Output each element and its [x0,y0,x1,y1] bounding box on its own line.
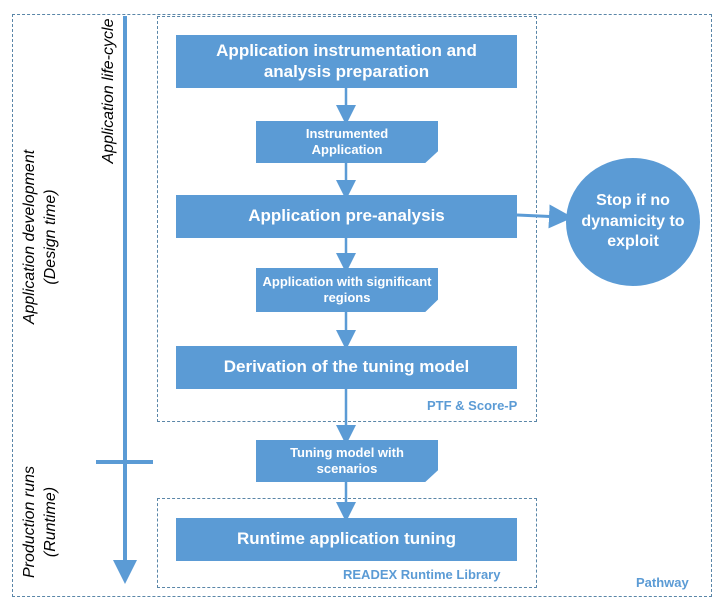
step-tuning-model-text: Tuning model with scenarios [290,445,404,476]
step-derivation: Derivation of the tuning model [176,346,517,389]
step-significant-regions: Application with significant regions [256,268,438,312]
step-tuning-model: Tuning model with scenarios [256,440,438,482]
step-runtime-tuning-text: Runtime application tuning [236,529,457,549]
pathway-label: Pathway [636,575,689,590]
development-line2: (Design time) [41,189,59,285]
design-box-label: PTF & Score-P [427,398,518,413]
development-label: Application development (Design time) [20,137,64,337]
runtime-box-label: READEX Runtime Library [343,567,501,582]
step-derivation-text: Derivation of the tuning model [223,357,470,377]
stop-circle: Stop if no dynamicity to exploit [566,158,700,286]
production-label: Production runs (Runtime) [20,452,64,592]
step-pre-analysis: Application pre-analysis [176,195,517,238]
step-significant-text: Application with significant regions [262,274,432,305]
step-instrumented-app: Instrumented Application [256,121,438,163]
step-pre-analysis-text: Application pre-analysis [248,206,445,226]
step-instrumented-text: Instrumented Application [305,126,389,157]
step-instrumentation-text: Application instrumentation and analysis… [216,41,477,81]
development-line1: Application development [21,149,38,325]
production-line2: (Runtime) [41,486,59,558]
lifecycle-text: Application life-cycle [100,18,117,164]
stop-circle-text: Stop if no dynamicity to exploit [581,191,685,251]
pathway-frame [12,14,712,597]
step-runtime-tuning: Runtime application tuning [176,518,517,561]
step-instrumentation: Application instrumentation and analysis… [176,35,517,88]
lifecycle-label: Application life-cycle [99,0,121,191]
production-line1: Production runs [21,465,38,579]
